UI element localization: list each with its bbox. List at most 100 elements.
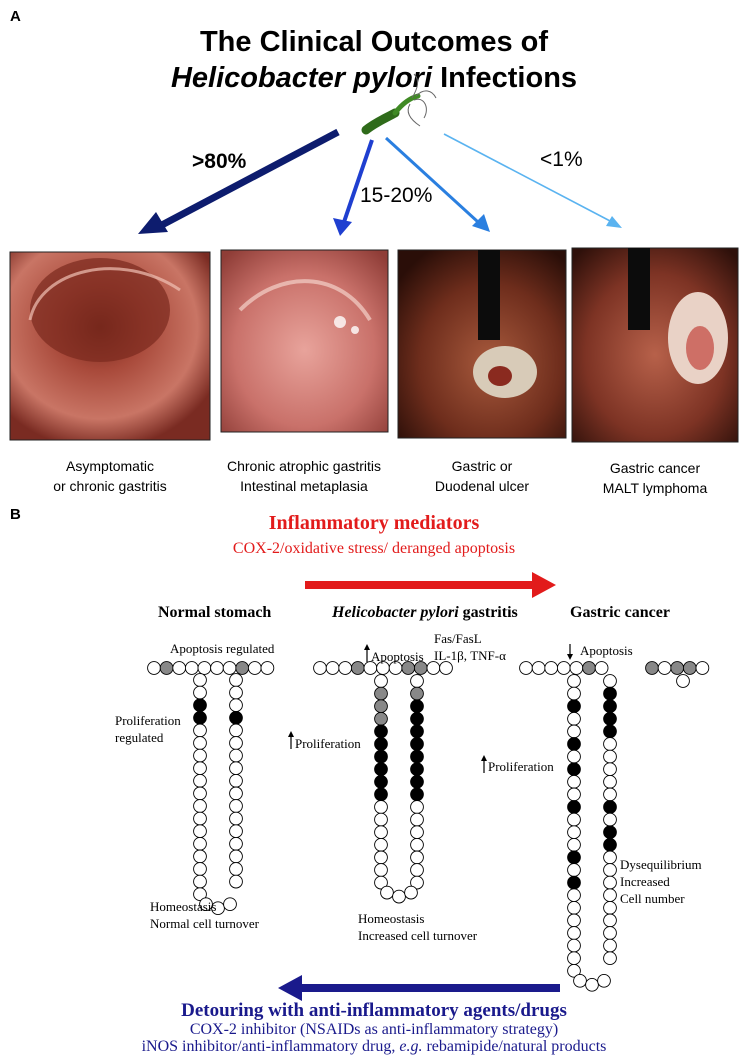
caption-cancer: Gastric cancer MALT lymphoma [572, 458, 738, 498]
caption-line: MALT lymphoma [602, 480, 708, 496]
blue-arrow [278, 975, 560, 1001]
crypt-cell [582, 661, 596, 675]
arrow-to-asymptomatic [138, 128, 340, 234]
crypt-cell [193, 748, 207, 763]
crypt-cell [603, 686, 617, 701]
apoptosis-down-arrow [567, 644, 573, 660]
crypt-cell [603, 926, 617, 940]
crypt-cell [229, 786, 243, 801]
crypt-cell [193, 723, 207, 738]
crypt-cell [159, 661, 174, 675]
crypt-cell [439, 661, 453, 675]
crypt-cell [193, 786, 207, 801]
crypt-cell [229, 761, 243, 776]
crypt-cell [567, 674, 581, 688]
crypt-cell [410, 863, 424, 877]
crypt-cell [374, 724, 388, 739]
crypt-cell [247, 661, 262, 675]
crypt-cells [147, 661, 710, 992]
bacterium-icon [361, 73, 437, 135]
crypt-cell [222, 661, 237, 675]
title-infections: Infections [432, 62, 578, 94]
crypt-cell [193, 824, 207, 839]
crypt-cell [374, 737, 388, 751]
note-line: Proliferation [115, 713, 181, 728]
crypt-cell [211, 901, 225, 916]
crypt-cell [410, 699, 424, 714]
fas-fasl: Fas/FasL [434, 631, 482, 646]
crypt-cell [229, 698, 243, 713]
crypt-cell [603, 724, 617, 739]
crypt-cell [229, 874, 243, 889]
crypt-cell [374, 800, 388, 814]
crypt-cell [172, 661, 187, 675]
crypt-cell [567, 837, 581, 852]
caption-line: Duodenal ulcer [434, 478, 530, 494]
crypt-cell [603, 787, 617, 802]
crypt-cell [193, 874, 207, 889]
crypt-cell [567, 850, 581, 865]
crypt-cell [193, 698, 207, 713]
crypt-cell [603, 900, 617, 915]
crypt-cell [229, 748, 243, 763]
title-organism: Helicobacter pylori [170, 62, 433, 94]
crypt-cell [603, 913, 617, 928]
crypt-cell [374, 711, 388, 726]
crypt-cell [313, 661, 327, 675]
stage-cancer: Gastric cancer [570, 604, 670, 621]
crypt-cell [567, 749, 581, 764]
crypt-cell [410, 674, 424, 688]
crypt-cell [374, 749, 388, 764]
crypt-cell [229, 710, 243, 725]
crypt-cell [193, 710, 207, 725]
crypt-cell [573, 973, 587, 988]
crypt-cell [603, 863, 617, 877]
crypt-cell [645, 661, 659, 675]
crypt-cell [567, 699, 581, 714]
arrow-to-atrophic [333, 139, 374, 236]
caption-line: Intestinal metaplasia [240, 478, 368, 494]
crypt-cell [603, 749, 617, 764]
crypt-cell [603, 737, 617, 751]
crypt-cell [229, 736, 243, 750]
crypt-cell [374, 863, 388, 877]
detour-title: Detouring with anti-inflammatory agents/… [181, 1000, 567, 1021]
crypt-cell [556, 661, 571, 675]
percent-middle: 15-20% [360, 184, 433, 207]
crypt-cell [147, 661, 161, 675]
proliferation-regulated: Proliferation regulated [115, 712, 181, 746]
crypt-cell [519, 661, 533, 675]
crypt-cell [567, 800, 581, 814]
crypt-cell [193, 673, 207, 687]
crypt-cell [229, 836, 243, 851]
photo-asymptomatic [9, 251, 211, 441]
homeostasis-hp: Homeostasis Increased cell turnover [358, 910, 477, 944]
arrow-to-cancer [443, 133, 622, 228]
crypt-cell [193, 811, 207, 826]
homeostasis-normal: Homeostasis Normal cell turnover [150, 898, 259, 932]
stage-normal: Normal stomach [158, 604, 272, 621]
crypt-cell [567, 737, 581, 751]
note-line: Homeostasis [358, 911, 425, 926]
proliferation-up-arrow-cancer [481, 755, 487, 773]
crypt-cell [603, 674, 617, 688]
crypt-cell [410, 737, 424, 751]
crypt-cell [229, 723, 243, 738]
crypt-cell [193, 773, 207, 788]
title-line-1: The Clinical Outcomes of [199, 26, 549, 58]
crypt-cell [594, 661, 609, 675]
panel-b-label: B [10, 506, 21, 523]
crypt-cell [260, 661, 275, 675]
mediators-subtitle: COX-2/oxidative stress/ deranged apoptos… [232, 540, 516, 557]
crypt-cell [531, 661, 546, 675]
crypt-cell [567, 963, 581, 978]
crypt-cell [567, 711, 581, 726]
crypt-cell [380, 885, 394, 900]
crypt-cell [603, 699, 617, 714]
crypt-cell [567, 913, 581, 928]
crypt-cell [374, 812, 388, 827]
crypt-cell [193, 836, 207, 851]
crypt-cell [603, 711, 617, 726]
crypt-cell [229, 811, 243, 826]
